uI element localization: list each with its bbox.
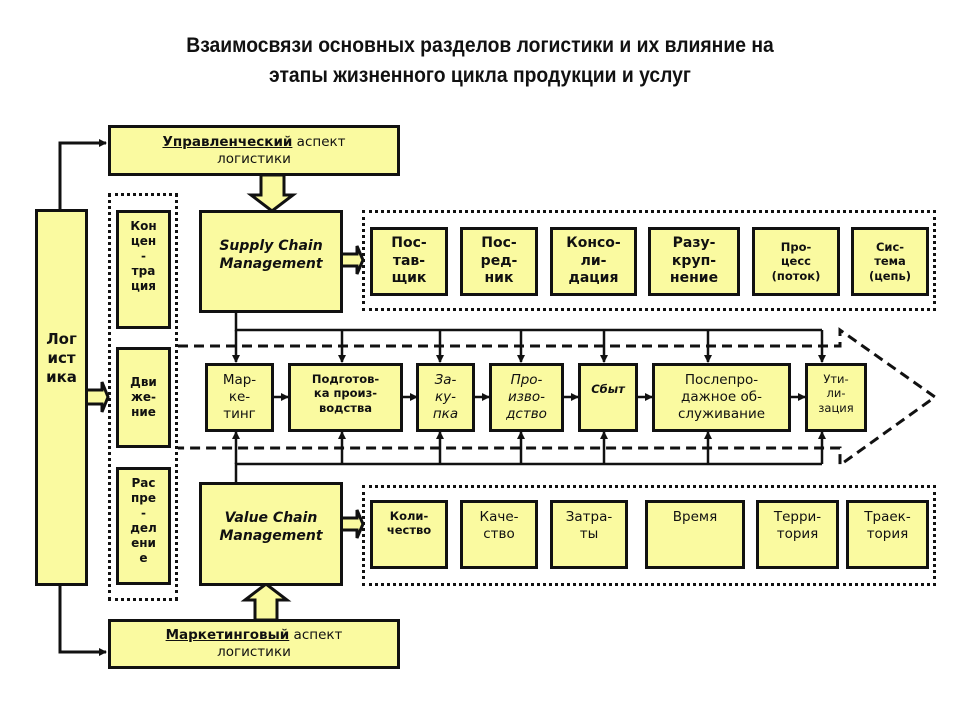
value-item-time: Время	[645, 500, 745, 569]
supply-item-system: Сис- тема (цепь)	[851, 227, 929, 296]
scm-down-arrows	[232, 330, 826, 363]
supply-item-supplier: Пос- тав- щик	[370, 227, 448, 296]
logistics-to-sections-block-arrow	[87, 381, 110, 413]
value-item-quantity: Коли- чество	[370, 500, 448, 569]
supply-items-group	[362, 210, 936, 311]
marketing-aspect-line2: логистики	[217, 644, 291, 660]
management-aspect-bold: Управленческий	[162, 133, 293, 150]
value-item-trajectory: Траек- тория	[846, 500, 929, 569]
lifecycle-production: Про- изво- дство	[489, 363, 564, 432]
section-movement: Дви же- ние	[116, 347, 171, 448]
marketing-to-vcm-block-arrow	[240, 582, 292, 622]
title-line-2: этапы жизненного цикла продукции и услуг	[269, 64, 691, 87]
logistics-to-management-arrow	[58, 139, 107, 210]
supply-chain-management-box: Supply Chain Management	[199, 210, 343, 313]
management-aspect-box: Управленческий аспект логистики	[108, 125, 400, 176]
marketing-aspect-box: Маркетинговый аспект логистики	[108, 619, 400, 669]
value-item-territory: Терри- тория	[756, 500, 839, 569]
lifecycle-sales: Сбыт	[578, 363, 638, 432]
section-distribution: Рас пре - дел ени е	[116, 467, 171, 585]
lifecycle-procurement: За- ку- пка	[416, 363, 475, 432]
value-item-costs: Затра- ты	[550, 500, 628, 569]
lifecycle-dashed-arrow	[178, 327, 938, 468]
management-aspect-line2: логистики	[217, 150, 291, 167]
supply-item-intermediary: Пос- ред- ник	[460, 227, 538, 296]
logistics-box: Лог ист ика	[35, 209, 88, 586]
management-aspect-rest: аспект	[292, 133, 346, 150]
sections-group	[108, 193, 178, 601]
scm-to-supply-block-arrow	[342, 245, 365, 275]
vcm-up-arrows	[232, 431, 826, 464]
supply-item-consolidation: Консо- ли- дация	[550, 227, 637, 296]
lifecycle-after-sales-service: Послепро- дажное об- служивание	[652, 363, 791, 432]
value-items-group	[362, 485, 936, 586]
lifecycle-production-preparation: Подготов- ка произ- водства	[288, 363, 403, 432]
value-item-quality: Каче- ство	[460, 500, 538, 569]
marketing-aspect-bold: Маркетинговый	[165, 627, 290, 644]
section-concentration: Кон цен - тра ция	[116, 210, 171, 329]
title-line-1: Взаимосвязи основных разделов логистики …	[186, 34, 774, 57]
supply-item-process: Про- цесс (поток)	[752, 227, 840, 296]
supply-item-breakdown: Разу- круп- нение	[648, 227, 740, 296]
logistics-to-marketing-arrow	[58, 585, 107, 656]
marketing-aspect-rest: аспект	[289, 627, 343, 644]
lifecycle-disposal: Ути- ли- зация	[805, 363, 867, 432]
management-to-scm-block-arrow	[246, 173, 298, 213]
lifecycle-marketing: Мар- ке- тинг	[205, 363, 274, 432]
vcm-to-value-block-arrow	[342, 509, 365, 539]
value-chain-management-box: Value Chain Management	[199, 482, 343, 586]
